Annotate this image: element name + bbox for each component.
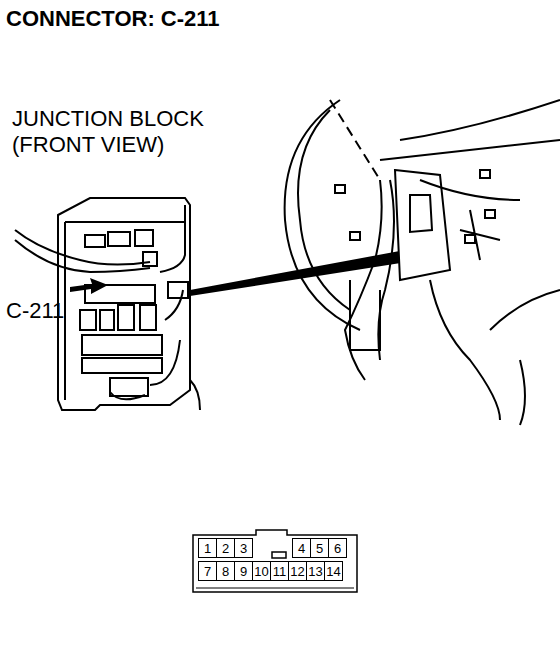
connector-pin: 13 xyxy=(306,561,325,581)
pin-number: 5 xyxy=(316,541,323,556)
connector-pin: 3 xyxy=(234,538,253,558)
connector-label: C-211 xyxy=(6,298,64,324)
connector-pin: 12 xyxy=(288,561,307,581)
connector-pin: 1 xyxy=(198,538,217,558)
connector-pin: 8 xyxy=(216,561,235,581)
connector-pin: 14 xyxy=(324,561,343,581)
pin-number: 1 xyxy=(204,541,211,556)
connector-pin: 11 xyxy=(270,561,289,581)
connector-pin: 5 xyxy=(310,538,329,558)
connector-pin: 7 xyxy=(198,561,217,581)
pin-number: 8 xyxy=(222,564,229,579)
component-label: JUNCTION BLOCK (FRONT VIEW) xyxy=(12,106,242,159)
pin-number: 9 xyxy=(240,564,247,579)
connector-pin: 9 xyxy=(234,561,253,581)
pin-number: 12 xyxy=(290,564,304,579)
pin-number: 6 xyxy=(334,541,341,556)
pin-number: 7 xyxy=(204,564,211,579)
pin-number: 4 xyxy=(298,541,305,556)
connector-pin: 6 xyxy=(328,538,347,558)
pin-number: 14 xyxy=(326,564,340,579)
title: CONNECTOR: C-211 xyxy=(6,6,220,32)
connector-pin: 4 xyxy=(292,538,311,558)
pin-number: 10 xyxy=(254,564,268,579)
connector-pin: 10 xyxy=(252,561,271,581)
pin-number: 3 xyxy=(240,541,247,556)
pin-number: 13 xyxy=(308,564,322,579)
pin-number: 11 xyxy=(273,564,287,579)
pin-number: 2 xyxy=(222,541,229,556)
connector-pin: 2 xyxy=(216,538,235,558)
